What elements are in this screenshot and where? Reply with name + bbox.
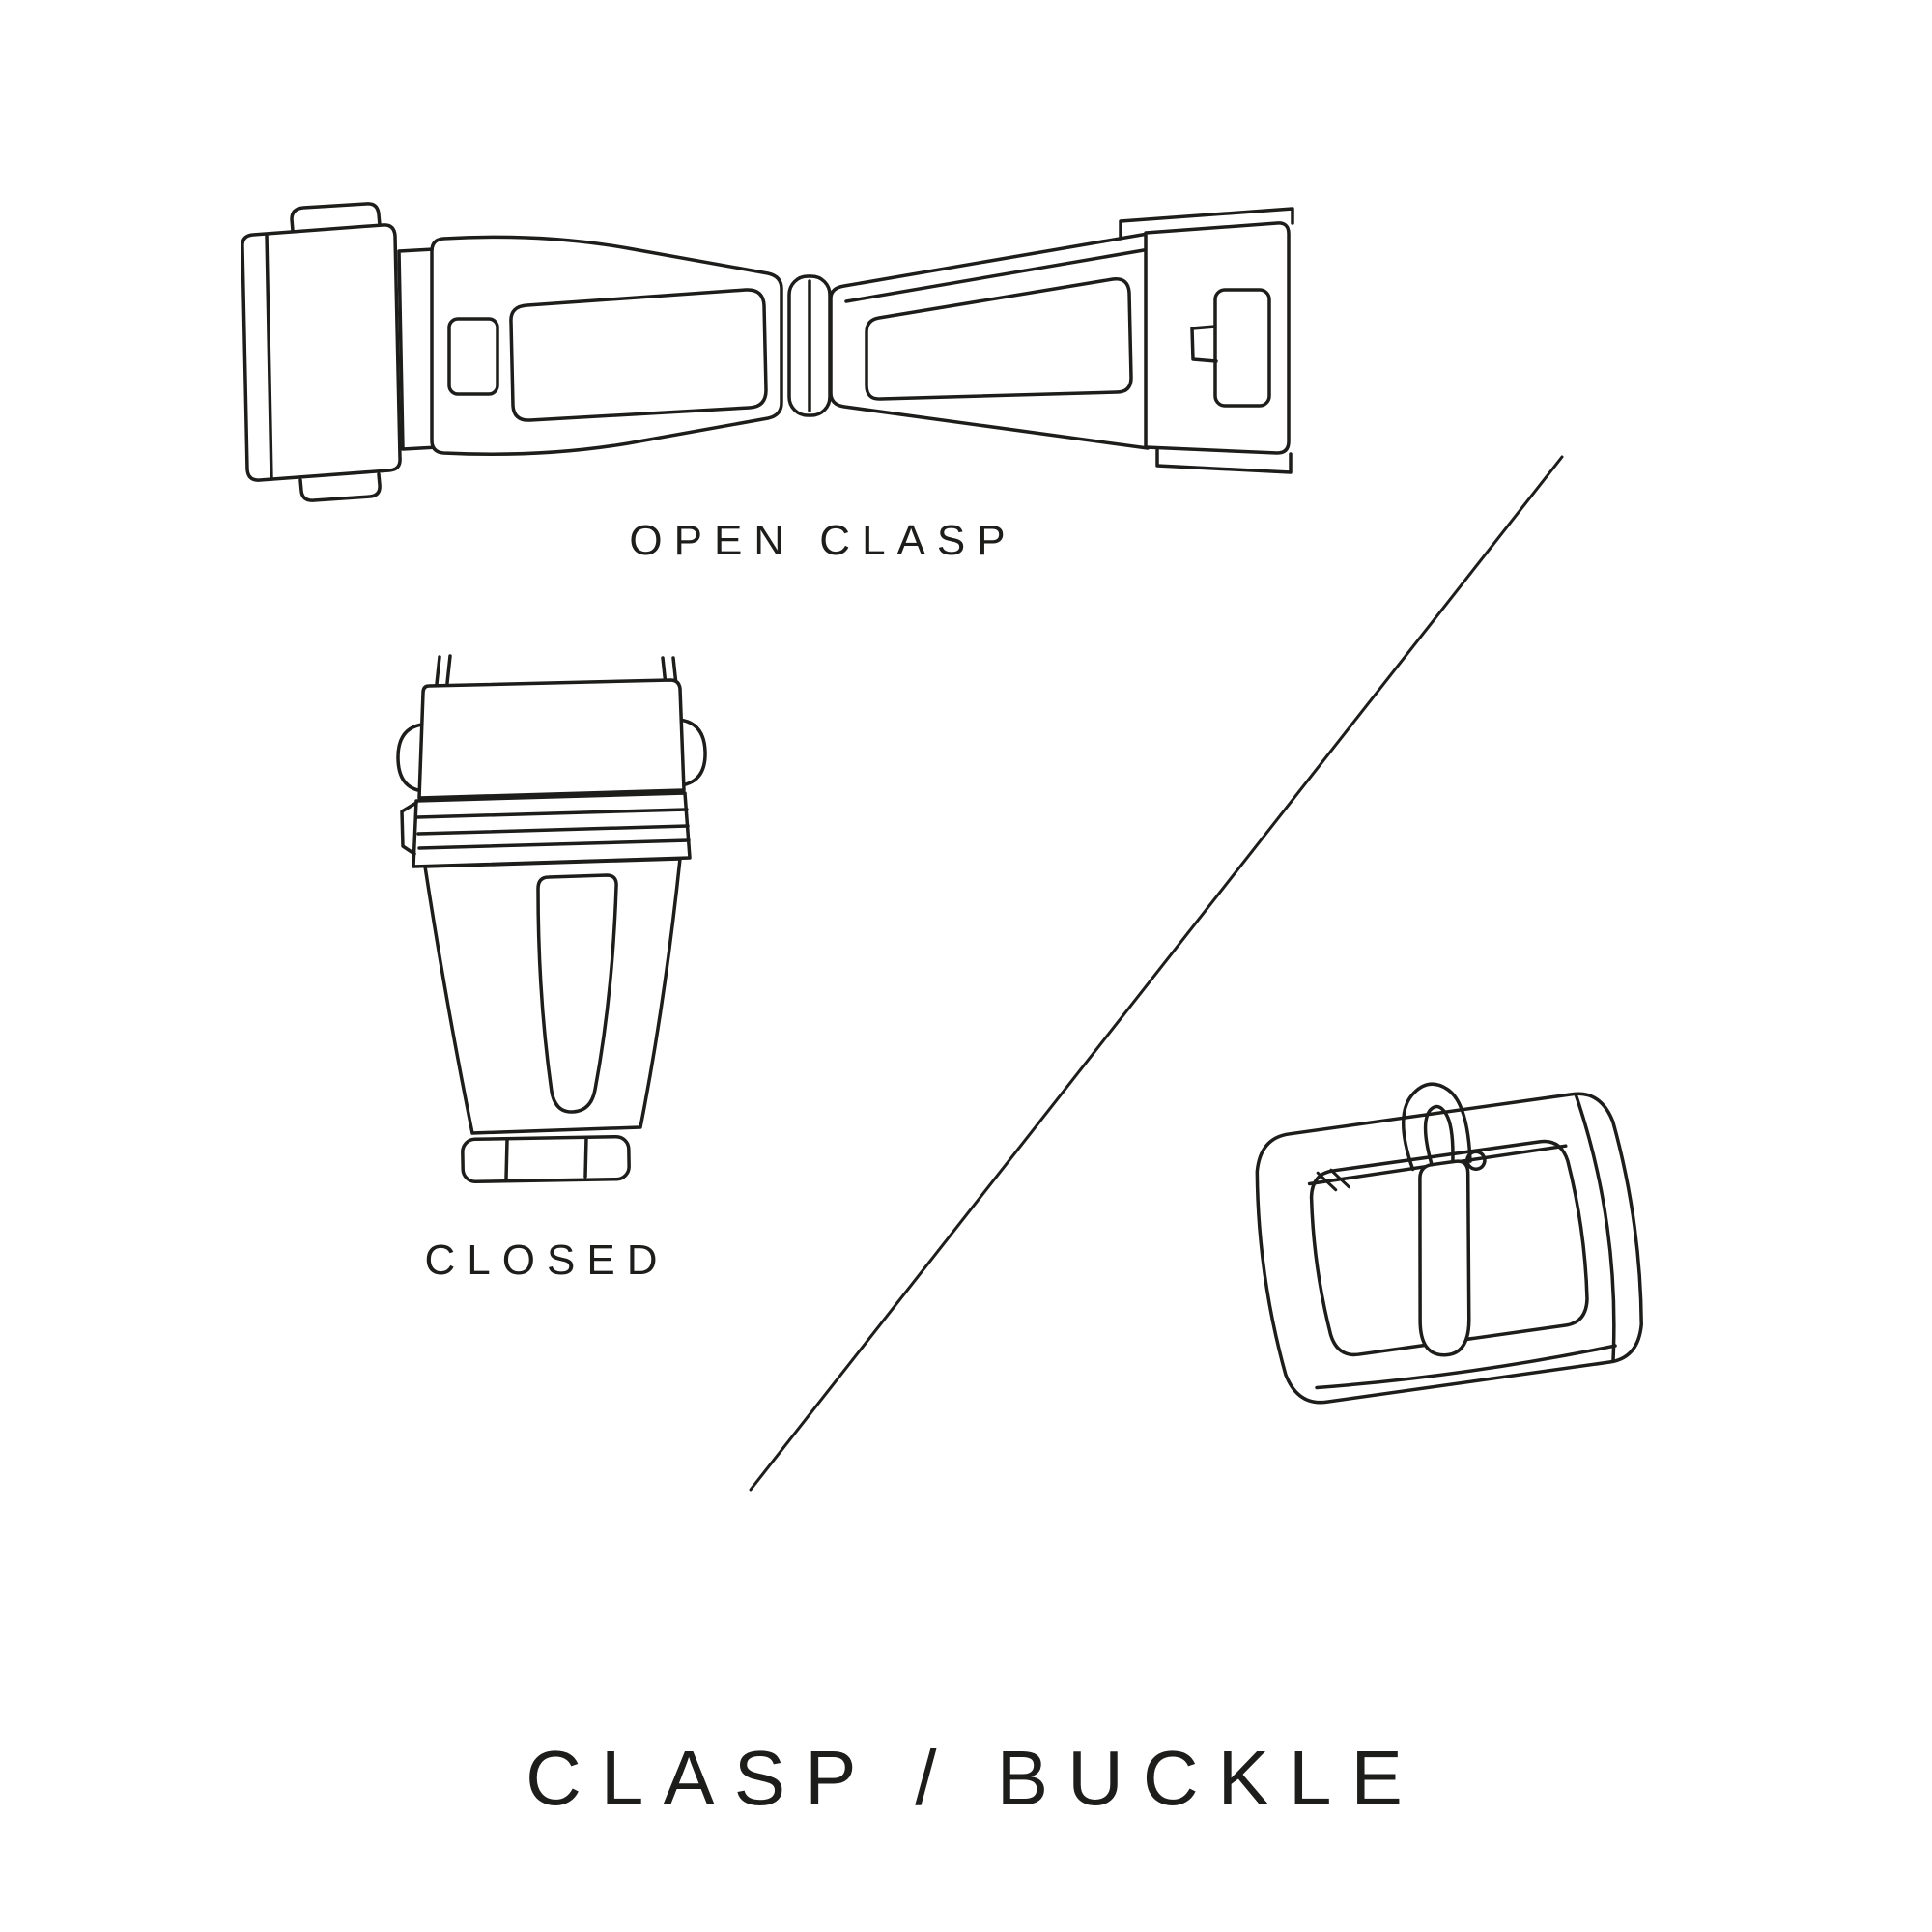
open-clasp-illustration bbox=[241, 202, 1294, 502]
open-clasp-label: OPEN CLASP bbox=[629, 517, 1017, 564]
closed-clasp-illustration bbox=[396, 654, 707, 1184]
closed-clasp-label: CLOSED bbox=[424, 1236, 669, 1284]
buckle-illustration bbox=[1255, 1082, 1643, 1405]
diagram-title: CLASP / BUCKLE bbox=[526, 1735, 1422, 1821]
divider-line bbox=[749, 455, 1564, 1492]
